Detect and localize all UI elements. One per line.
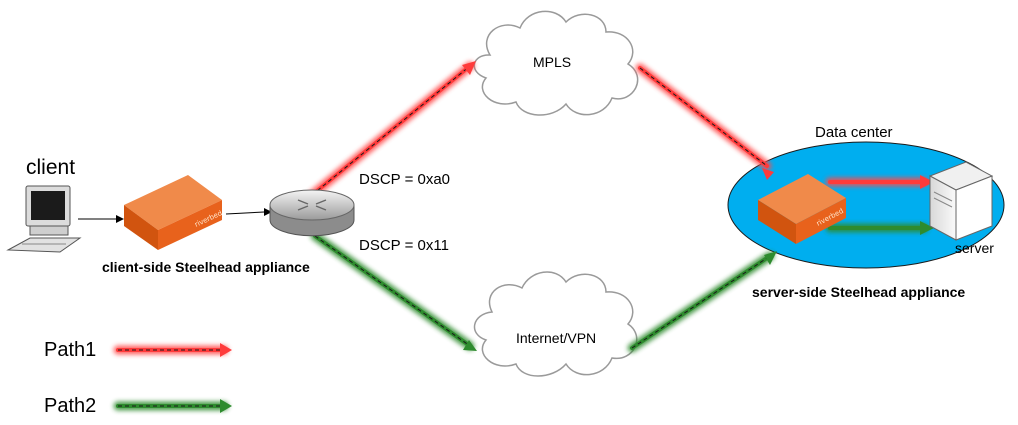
internet-vpn-cloud <box>473 271 638 377</box>
router-icon <box>269 189 355 237</box>
path-dash-overlay <box>118 65 771 407</box>
mpls-label: MPLS <box>533 54 572 70</box>
server-steelhead-icon: riverbed <box>758 174 846 244</box>
path1-arrowheads <box>220 61 934 357</box>
client-computer-icon <box>6 185 82 253</box>
server-label: server <box>955 240 994 256</box>
path2-arrowheads <box>220 221 934 413</box>
internet-vpn-label: Internet/VPN <box>516 330 597 346</box>
dscp-path1-label: DSCP = 0xa0 <box>359 171 451 188</box>
dscp-path2-label: DSCP = 0x11 <box>359 237 449 254</box>
client-steelhead-icon: riverbed <box>124 175 223 250</box>
client-steelhead-label: client-side Steelhead appliance <box>102 259 310 275</box>
legend-path2-label: Path2 <box>44 395 97 417</box>
client-label: client <box>26 156 76 179</box>
client-links <box>78 211 265 220</box>
server-icon <box>928 161 994 241</box>
data-center-label: Data center <box>815 124 893 141</box>
legend-path1-label: Path1 <box>44 339 97 361</box>
client-link-arrowheads <box>116 208 272 223</box>
mpls-cloud <box>473 10 639 116</box>
server-steelhead-label: server-side Steelhead appliance <box>752 284 966 300</box>
